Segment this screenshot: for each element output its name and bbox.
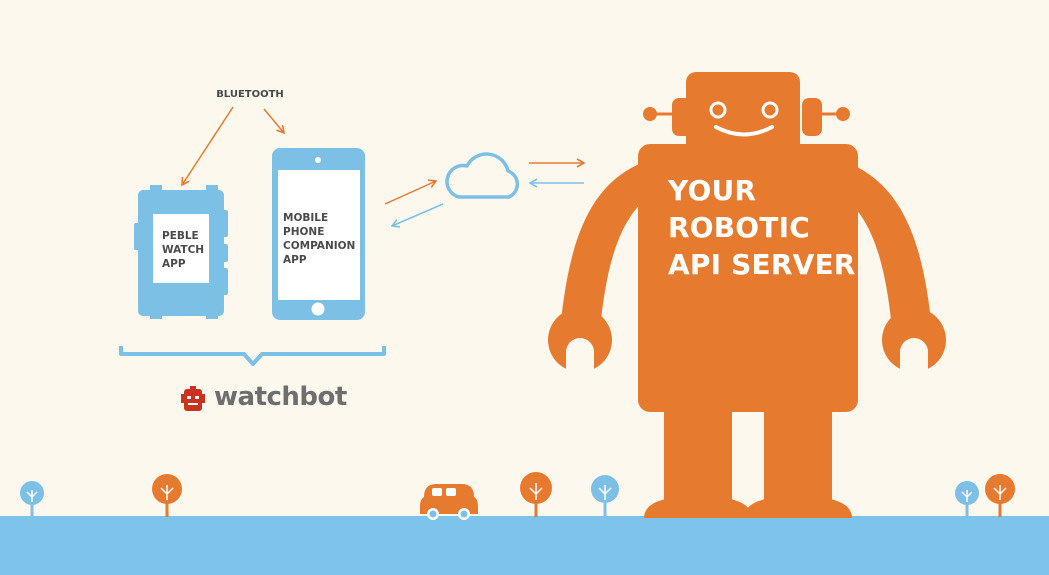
bluetooth-label: BLUETOOTH (216, 89, 284, 100)
brace-icon (119, 346, 386, 366)
tree-icon (955, 481, 979, 517)
brand-name: watchbot (214, 382, 347, 412)
tree-icon (591, 475, 619, 517)
cloud-icon (445, 152, 520, 199)
tree-icon (520, 472, 552, 517)
cloud-robot-arrows (528, 158, 586, 188)
tree-icon (985, 474, 1015, 517)
robot-server-label: YOUR ROBOTIC API SERVER (668, 174, 856, 281)
watchbot-logo-icon (181, 386, 205, 411)
bluetooth-arrows (181, 106, 286, 187)
ground (0, 516, 1049, 575)
tree-icon (152, 474, 182, 517)
pebble-watch-icon (134, 185, 228, 319)
phone-cloud-arrows (384, 179, 444, 228)
phone-app-label: MOBILE PHONE COMPANION APP (283, 212, 356, 266)
tree-icon (20, 481, 44, 517)
car-icon (420, 484, 478, 520)
watch-app-label: PEBLE WATCH APP (162, 230, 205, 270)
smartphone-icon (272, 148, 365, 320)
robot-icon (548, 72, 946, 518)
